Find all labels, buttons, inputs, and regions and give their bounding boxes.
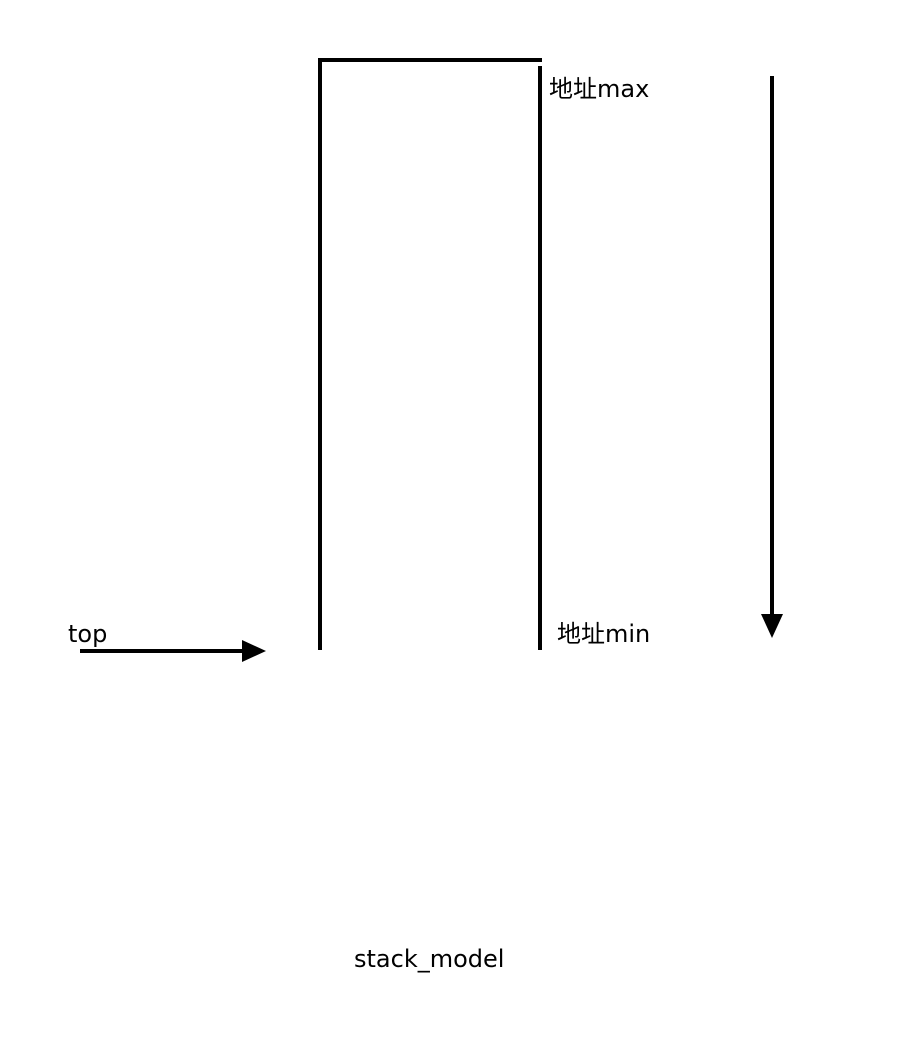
address-max-label: 地址max: [549, 75, 650, 103]
diagram-caption: stack_model: [354, 945, 505, 973]
address-direction-arrow-head: [761, 614, 783, 638]
top-pointer-arrow-head: [242, 640, 266, 662]
top-pointer-label: top: [68, 620, 108, 648]
address-min-label: 地址min: [557, 620, 651, 648]
